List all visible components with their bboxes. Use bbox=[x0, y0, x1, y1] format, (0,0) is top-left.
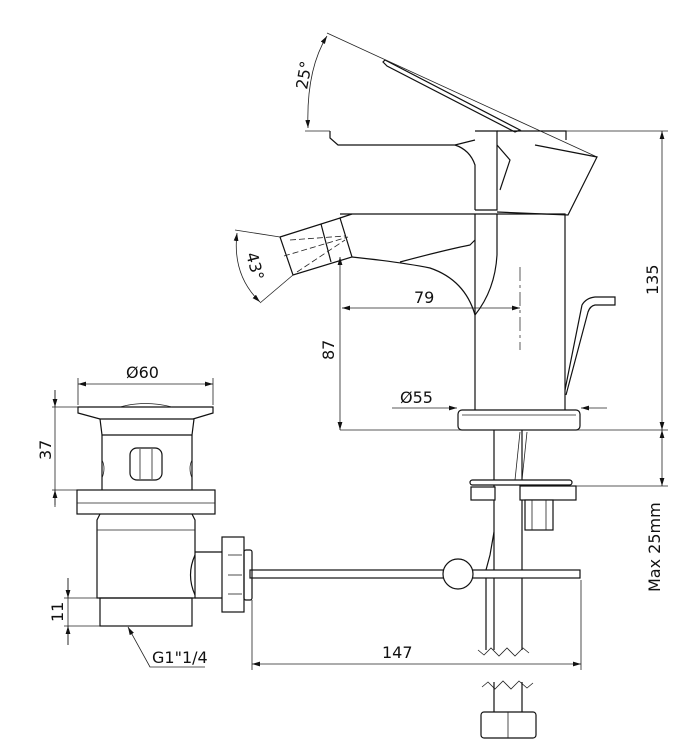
waste-thread bbox=[99, 597, 193, 627]
dim-spout-height-label: 87 bbox=[319, 340, 338, 360]
dim-thread-length-label: 11 bbox=[48, 602, 67, 622]
dim-spray-angle: 43° bbox=[233, 229, 294, 304]
dim-spout-height: 87 bbox=[319, 257, 343, 430]
dim-rod-length: 147 bbox=[251, 580, 582, 670]
connector-nut bbox=[480, 711, 537, 739]
waste-slot bbox=[129, 447, 163, 481]
dim-thread-size-label: G1"1/4 bbox=[152, 648, 208, 667]
dim-thread-length: 11 bbox=[48, 578, 100, 645]
dim-spray-angle-label: 43° bbox=[242, 250, 268, 282]
body-column bbox=[340, 213, 566, 410]
waste-flange bbox=[76, 489, 216, 515]
dim-waste-diameter-label: Ø60 bbox=[126, 363, 159, 382]
spout bbox=[351, 256, 476, 316]
outlet-nut bbox=[221, 536, 245, 613]
cartridge bbox=[475, 130, 498, 211]
dim-max-deck: Max 25mm bbox=[576, 430, 668, 592]
break-line-bottom bbox=[481, 680, 534, 690]
dim-lever-angle-label: 25° bbox=[292, 59, 316, 90]
washer bbox=[469, 479, 573, 486]
waste-cap bbox=[77, 406, 214, 420]
horizontal-rod bbox=[249, 569, 581, 579]
dim-waste-height-label: 37 bbox=[36, 440, 55, 460]
base-plate bbox=[457, 409, 581, 431]
nut-left bbox=[470, 486, 496, 501]
hex-nut bbox=[524, 499, 554, 531]
waste-outlet bbox=[189, 551, 222, 599]
dim-lever-angle: 25° bbox=[292, 35, 330, 132]
spray-nozzle bbox=[279, 217, 353, 276]
popup-lever bbox=[564, 296, 616, 396]
dim-spout-reach-label: 79 bbox=[414, 288, 434, 307]
waste-body bbox=[96, 513, 196, 599]
lever-angle-extension bbox=[326, 32, 598, 158]
dim-thread-size: G1"1/4 bbox=[127, 626, 208, 668]
dim-spout-reach: 79 bbox=[342, 267, 521, 350]
dim-total-height-label: 135 bbox=[643, 264, 662, 295]
waste-drain bbox=[76, 403, 253, 627]
popup-rod-link bbox=[485, 531, 495, 650]
mixer-body bbox=[279, 32, 616, 431]
dim-base-diameter: Ø55 bbox=[392, 388, 607, 411]
dim-max-deck-label: Max 25mm bbox=[645, 502, 664, 592]
waste-cage bbox=[101, 435, 193, 490]
dim-waste-diameter: Ø60 bbox=[77, 363, 214, 405]
dim-waste-height: 37 bbox=[36, 390, 78, 507]
dim-rod-length-label: 147 bbox=[382, 643, 413, 662]
handle-bar bbox=[329, 131, 476, 146]
ball-joint bbox=[442, 558, 474, 590]
dim-total-height: 135 bbox=[340, 130, 668, 431]
under-deck-assembly bbox=[249, 430, 581, 739]
nut-right bbox=[519, 485, 577, 501]
break-line-top bbox=[477, 647, 530, 657]
raised-lever bbox=[382, 59, 522, 133]
dim-base-diameter-label: Ø55 bbox=[400, 388, 433, 407]
cartridge-cap bbox=[496, 130, 598, 216]
